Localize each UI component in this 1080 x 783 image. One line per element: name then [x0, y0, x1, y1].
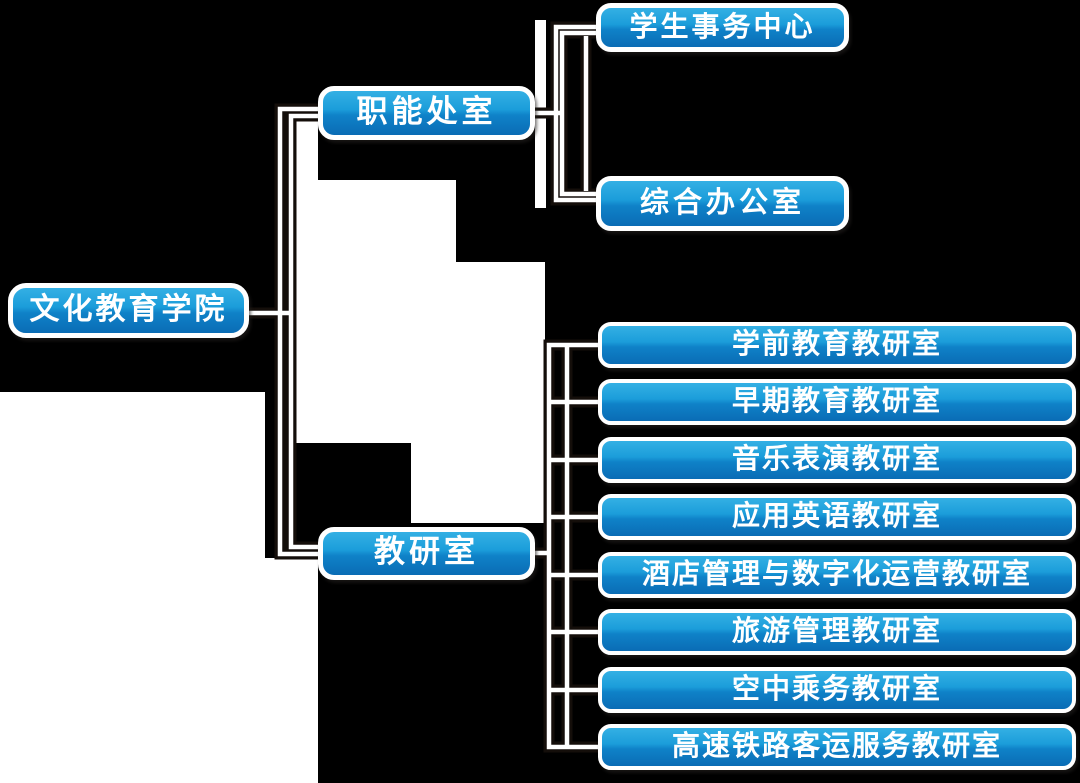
node-label: 音乐表演教研室 — [731, 442, 942, 475]
node-label: 综合办公室 — [639, 185, 805, 219]
node-flight-attendant-office: 空中乘务教研室 — [598, 667, 1076, 713]
node-hotel-management-digital-operations-office: 酒店管理与数字化运营教研室 — [598, 552, 1076, 598]
node-label: 学生事务中心 — [629, 9, 816, 43]
node-label: 教研室 — [374, 534, 479, 570]
node-teaching-research-offices: 教研室 — [318, 527, 535, 580]
node-college-root: 文化教育学院 — [8, 283, 249, 338]
node-label: 高速铁路客运服务教研室 — [671, 729, 1002, 762]
node-label: 文化教育学院 — [29, 291, 228, 327]
node-label: 酒店管理与数字化运营教研室 — [641, 557, 1032, 590]
node-label: 应用英语教研室 — [731, 499, 942, 532]
node-early-education-office: 早期教育教研室 — [598, 379, 1076, 425]
background-artifact-patch — [455, 262, 545, 443]
node-student-affairs-center: 学生事务中心 — [596, 3, 849, 52]
node-label: 早期教育教研室 — [731, 384, 942, 417]
node-label: 学前教育教研室 — [731, 327, 942, 360]
node-tourism-management-office: 旅游管理教研室 — [598, 609, 1076, 655]
node-high-speed-rail-passenger-service-office: 高速铁路客运服务教研室 — [598, 724, 1076, 770]
background-artifact-patch — [0, 558, 318, 783]
node-functional-offices: 职能处室 — [318, 86, 535, 140]
background-artifact-patch — [411, 443, 545, 523]
node-preschool-education-office: 学前教育教研室 — [598, 322, 1076, 368]
node-applied-english-office: 应用英语教研室 — [598, 494, 1076, 540]
node-label: 空中乘务教研室 — [731, 672, 942, 705]
node-label: 职能处室 — [356, 93, 497, 130]
node-general-office: 综合办公室 — [596, 176, 849, 231]
node-label: 旅游管理教研室 — [731, 614, 942, 647]
node-music-performance-office: 音乐表演教研室 — [598, 437, 1076, 483]
background-artifact-patch — [308, 180, 456, 443]
